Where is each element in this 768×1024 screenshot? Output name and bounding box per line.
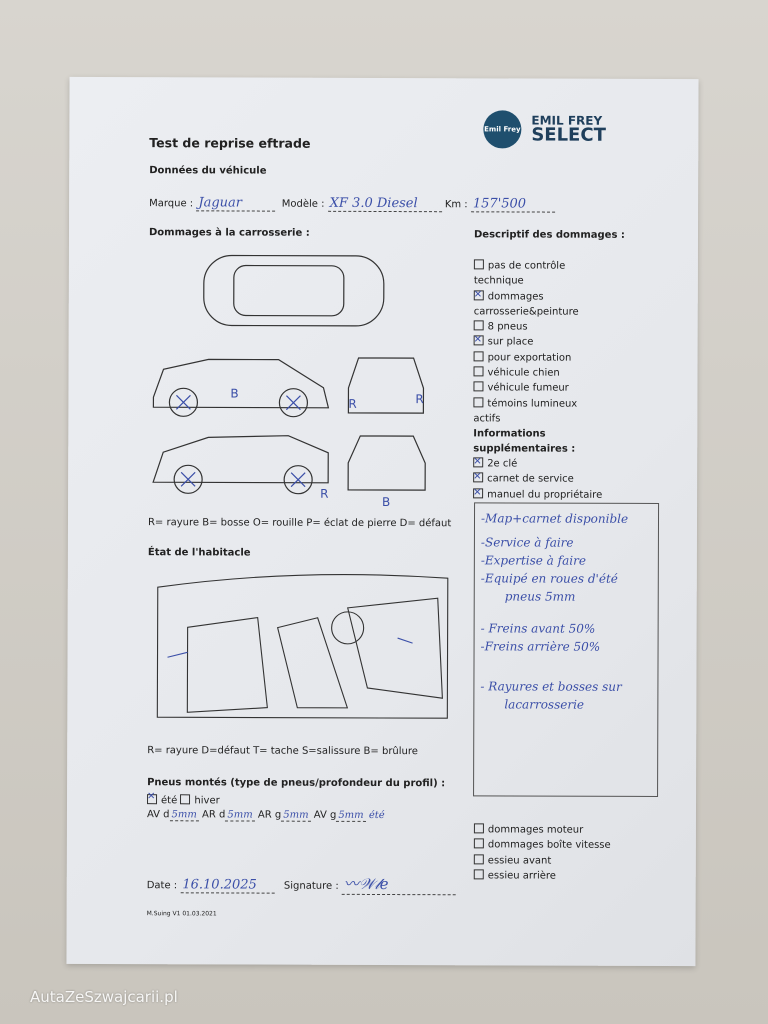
bodywork-legend: R= rayure B= bosse O= rouille P= éclat d… [147, 517, 452, 530]
mech-item[interactable]: essieu avant [473, 853, 611, 869]
damage-desc-title: Descriptif des dommages : [473, 229, 625, 241]
interior-diagram [156, 573, 449, 719]
date-label: Date : [146, 880, 178, 892]
extra-item[interactable]: carnet de service [473, 472, 602, 488]
form-version: M.Suing V1 01.03.2021 [146, 910, 217, 918]
svg-text:B: B [382, 495, 390, 508]
brand-line2: SELECT [531, 124, 606, 146]
date-signature-row: Date : 16.10.2025 Signature : 〰𝒲𝓁𝑒 [146, 872, 456, 896]
checkbox[interactable] [473, 869, 484, 880]
car-rear-view [347, 435, 426, 491]
mech-item[interactable]: dommages moteur [473, 822, 611, 838]
damage-item[interactable]: pour exportation [473, 350, 604, 366]
make-field[interactable]: Jaguar [196, 195, 276, 212]
signature-label: Signature : [283, 880, 339, 892]
checkbox-checked[interactable] [473, 289, 484, 300]
date-field[interactable]: 16.10.2025 [180, 877, 275, 894]
bodywork-title: Dommages à la carrosserie : [148, 227, 310, 239]
front-left-depth[interactable]: 5mm [336, 809, 366, 822]
tire-extra-note: été [368, 809, 385, 822]
checkbox[interactable] [473, 838, 484, 849]
vehicle-fields: Marque : Jaguar Modèle : XF 3.0 Diesel K… [149, 195, 555, 213]
mechanical-checklist: dommages moteur dommages boîte vitesse e… [473, 822, 611, 884]
interior-legend: R= rayure D=défaut T= tache S=salissure … [147, 745, 418, 758]
note-line: - Freins avant 50% [480, 621, 596, 636]
checkbox[interactable] [473, 259, 484, 270]
checkbox[interactable] [473, 366, 484, 377]
damage-item[interactable]: témoins lumineux actifs [473, 396, 578, 425]
damage-item[interactable]: sur place [473, 335, 604, 351]
extra-item[interactable]: 2e clé [473, 456, 602, 472]
damage-item[interactable]: dommages carrosserie&peinture [474, 289, 604, 320]
km-label: Km : [444, 199, 468, 211]
damage-checklist: pas de contrôle technique dommages carro… [473, 258, 604, 427]
svg-text:R: R [320, 487, 328, 501]
extra-info-checklist: 2e clé carnet de service manuel du propr… [473, 456, 602, 502]
checkbox[interactable] [473, 853, 484, 864]
km-field[interactable]: 157'500 [470, 196, 555, 213]
damage-item[interactable]: véhicule chien [473, 365, 603, 381]
front-right-depth[interactable]: 5mm [169, 809, 199, 822]
car-roof [233, 264, 345, 317]
mech-item[interactable]: essieu arrière [473, 868, 611, 884]
checkbox[interactable] [473, 396, 484, 408]
car-side-left [152, 435, 329, 484]
checkbox-checked[interactable] [473, 457, 484, 468]
tires-title: Pneus montés (type de pneus/profondeur d… [147, 777, 446, 790]
note-line: - Rayures et bosses sur [480, 679, 622, 694]
car-body-diagram: B R R R B [152, 254, 426, 508]
note-line: -Equipé en roues d'été [480, 571, 618, 586]
interior-title: État de l'habitacle [147, 547, 251, 559]
checkbox[interactable] [473, 351, 484, 362]
notes-box[interactable]: -Map+carnet disponible -Service à faire … [473, 502, 660, 797]
model-label: Modèle : [281, 198, 325, 210]
checkbox[interactable] [473, 381, 484, 392]
note-line: -Map+carnet disponible [480, 511, 629, 526]
logo-seal-icon: Emil Frey [483, 110, 522, 149]
form-title: Test de reprise eftrade [149, 135, 311, 151]
checkbox[interactable] [473, 320, 484, 331]
summer-checkbox[interactable] [147, 794, 158, 805]
extra-item[interactable]: manuel du propriétaire [473, 487, 602, 503]
car-front-view [347, 357, 425, 414]
tire-type: été hiver [147, 794, 220, 806]
vehicle-section-title: Données du véhicule [149, 165, 267, 177]
winter-checkbox[interactable] [180, 794, 191, 805]
extra-info-title: Informations supplémentaires : [473, 428, 576, 455]
checkbox-checked[interactable] [473, 487, 484, 498]
inspection-form: Test de reprise eftrade Emil Frey EMIL F… [66, 76, 699, 967]
damage-item[interactable]: 8 pneus [473, 320, 604, 336]
note-line: -Service à faire [480, 535, 574, 550]
svg-text:R: R [348, 397, 356, 411]
car-top-view [203, 254, 385, 327]
note-line: -Expertise à faire [480, 553, 586, 568]
svg-text:R: R [415, 392, 423, 406]
checkbox-checked[interactable] [473, 335, 484, 346]
damage-item[interactable]: véhicule fumeur [473, 381, 603, 397]
checkbox[interactable] [473, 823, 484, 834]
watermark: AutaZeSzwajcarii.pl [30, 988, 178, 1006]
damage-item[interactable]: pas de contrôle technique [473, 259, 566, 287]
signature-field[interactable]: 〰𝒲𝓁𝑒 [341, 872, 456, 896]
mech-item[interactable]: dommages boîte vitesse [473, 838, 611, 854]
rear-left-depth[interactable]: 5mm [281, 809, 311, 822]
note-line: lacarrosserie [504, 697, 585, 712]
note-line: -Freins arrière 50% [480, 639, 601, 654]
checkbox-checked[interactable] [473, 472, 484, 483]
note-line: pneus 5mm [504, 589, 576, 604]
rear-right-depth[interactable]: 5mm [225, 809, 255, 822]
model-field[interactable]: XF 3.0 Diesel [327, 195, 442, 213]
make-label: Marque : [149, 198, 194, 210]
svg-text:B: B [230, 386, 238, 400]
car-side-right [152, 358, 330, 409]
